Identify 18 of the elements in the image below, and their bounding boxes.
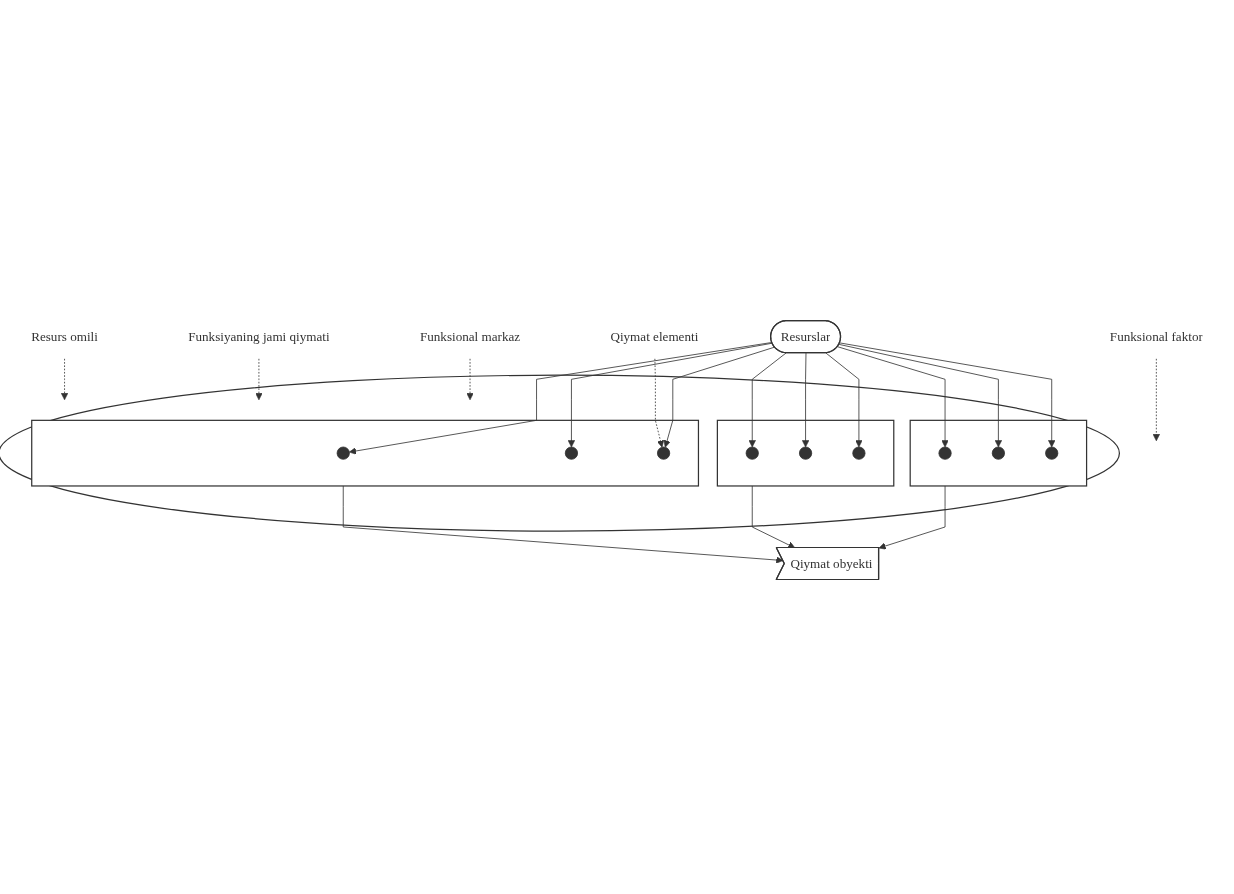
- node-circle: [657, 446, 671, 460]
- node-text: Funksional faktor: [1109, 329, 1203, 344]
- node-text: Funksional markaz: [419, 329, 521, 344]
- node-circle: [745, 446, 759, 460]
- node-text: Qiymat elementi: [610, 329, 699, 344]
- cluster: [0, 374, 1121, 532]
- cluster: [31, 419, 700, 487]
- cluster: [909, 419, 1088, 487]
- node-text: Resurs omili: [31, 329, 98, 344]
- node-circle: [336, 446, 350, 460]
- node-circle: [799, 446, 813, 460]
- node-circle: [564, 446, 578, 460]
- node-circle: [852, 446, 866, 460]
- node-text: Funksiyaning jami qiymati: [188, 329, 330, 344]
- node-circle: [938, 446, 952, 460]
- node-circle: [1045, 446, 1059, 460]
- cluster: [716, 419, 895, 487]
- node-circle: [991, 446, 1005, 460]
